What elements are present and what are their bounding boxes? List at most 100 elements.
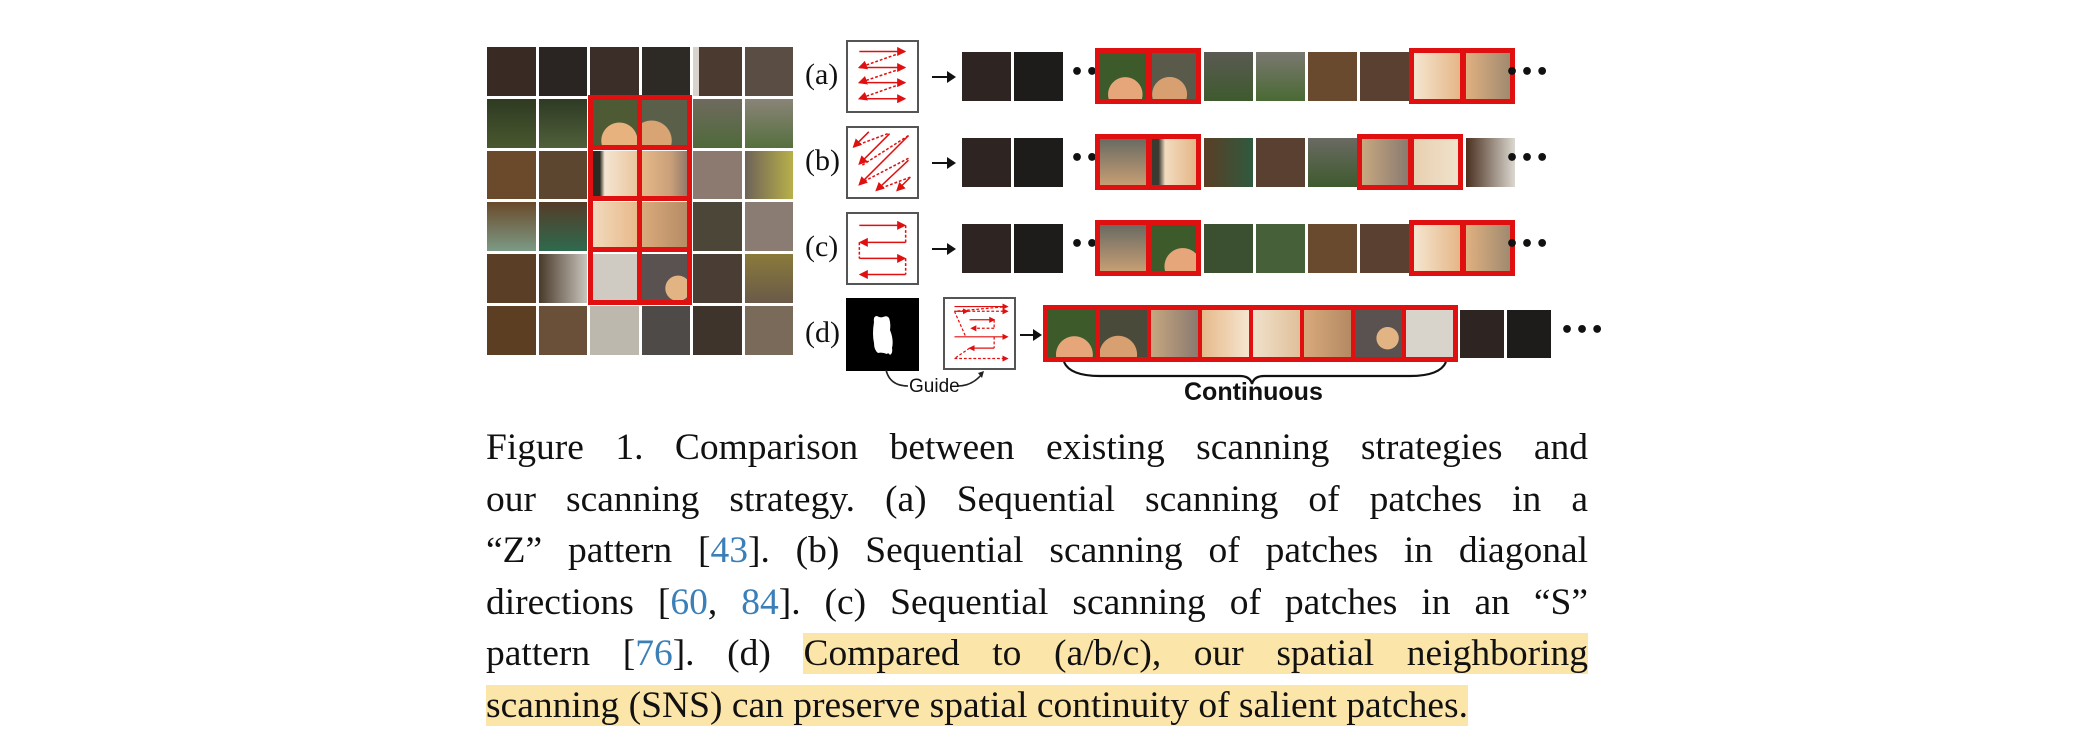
salient-patch <box>1201 310 1249 357</box>
sequence-patch <box>1466 138 1515 187</box>
salient-patch <box>1095 134 1149 190</box>
sequence-patch <box>1014 52 1063 101</box>
image-patch <box>693 98 742 148</box>
caption-line: “Z” pattern [43]. (b) Sequential scannin… <box>486 525 1588 577</box>
image-patch <box>538 47 587 96</box>
row-label-b: (b) <box>805 144 840 177</box>
guide-arrow-icon <box>885 369 984 387</box>
saliency-mask-image <box>846 298 919 371</box>
salient-patch-divider <box>1300 305 1304 362</box>
image-patch <box>641 150 690 200</box>
figure-caption: Figure 1. Comparison between existing sc… <box>486 422 1589 731</box>
continuous-label: Continuous <box>1184 378 1323 406</box>
salient-patch-divider <box>1249 305 1253 362</box>
image-patch <box>590 306 639 355</box>
citation-link[interactable]: 84 <box>741 581 779 623</box>
sequence-patch <box>1256 224 1305 273</box>
salient-patch <box>1252 310 1300 357</box>
diagonal-scan-pattern-icon <box>846 126 919 199</box>
image-patch <box>744 202 793 252</box>
arrow-icon <box>932 71 956 83</box>
salient-patch <box>1405 310 1453 357</box>
salient-patch <box>1149 134 1201 190</box>
row-label-d: (d) <box>805 316 840 349</box>
image-patch <box>590 98 639 148</box>
salient-patch <box>1357 134 1411 190</box>
image-patch <box>744 98 793 148</box>
sequence-row-b-salient <box>1095 134 1515 190</box>
guide-label: Guide <box>909 376 960 397</box>
caption-line: directions [60, 84]. (c) Sequential scan… <box>486 577 1588 629</box>
image-patch <box>538 306 587 355</box>
salient-patch <box>1149 48 1201 104</box>
sequence-row-a <box>962 52 1063 101</box>
sequence-patch <box>1308 138 1357 187</box>
ellipsis: ••• <box>1505 60 1551 85</box>
arrow-icon <box>932 243 956 255</box>
salient-patch <box>1354 310 1402 357</box>
sequence-patch <box>962 52 1011 101</box>
sequence-row-c-salient <box>1095 220 1515 276</box>
caption-text: ]. (d) <box>672 633 804 674</box>
image-patch <box>538 98 587 148</box>
image-patch <box>693 254 742 304</box>
z-scan-pattern-icon <box>846 40 919 113</box>
image-patch <box>744 254 793 304</box>
row-label-a: (a) <box>805 58 839 91</box>
salient-patch-divider <box>1402 305 1406 362</box>
arrow-icon <box>1020 329 1042 341</box>
sequence-patch <box>1308 224 1357 273</box>
salient-patch <box>1303 310 1351 357</box>
image-patch <box>744 47 793 96</box>
image-patch <box>487 150 536 200</box>
caption-text: our scanning strategy. (a) Sequential sc… <box>486 478 1588 520</box>
citation-link[interactable]: 76 <box>635 633 673 674</box>
highlighted-caption-text: Compared to (a/b/c), our spatial neighbo… <box>803 633 1589 674</box>
image-patch <box>487 47 536 96</box>
sequence-patch <box>1507 310 1551 358</box>
citation-link[interactable]: 60 <box>670 581 708 623</box>
sequence-patch <box>1308 52 1357 101</box>
salient-patch <box>1150 310 1198 357</box>
image-patch <box>693 306 742 355</box>
salient-patch-divider <box>1096 305 1100 362</box>
image-patch <box>744 150 793 200</box>
caption-text: ]. (b) Sequential scanning of patches in… <box>747 530 1589 571</box>
image-patch <box>590 47 639 96</box>
salient-patch <box>1463 48 1515 104</box>
salient-patch <box>1463 220 1515 276</box>
salient-patch-divider <box>1351 305 1355 362</box>
sequence-patch <box>1204 138 1253 187</box>
salient-patch <box>1411 134 1463 190</box>
salient-patch <box>1048 310 1096 357</box>
image-patch <box>641 98 690 148</box>
caption-text: “Z” pattern [ <box>486 530 711 571</box>
caption-text: , <box>707 581 742 623</box>
sequence-patch <box>1204 224 1253 273</box>
highlighted-caption-text: scanning (SNS) can preserve spatial cont… <box>486 684 1469 726</box>
salient-region-divider <box>588 145 692 150</box>
caption-line: Figure 1. Comparison between existing sc… <box>486 422 1588 474</box>
salient-region-divider <box>588 247 692 252</box>
salient-patch <box>1409 48 1463 104</box>
caption-text: Figure 1. Comparison between existing sc… <box>486 427 1588 468</box>
row-label-c: (c) <box>805 230 839 263</box>
image-patch <box>744 306 793 355</box>
caption-line: our scanning strategy. (a) Sequential sc… <box>486 474 1588 526</box>
image-patch <box>590 150 639 200</box>
sns-scan-pattern-icon <box>943 297 1016 370</box>
ellipsis: ••• <box>1560 318 1606 343</box>
image-patch <box>487 254 536 304</box>
citation-link[interactable]: 43 <box>710 530 748 571</box>
salient-patch <box>1149 220 1201 276</box>
ellipsis: ••• <box>1505 232 1551 257</box>
caption-text: pattern [ <box>486 633 636 674</box>
image-patch <box>590 254 639 304</box>
caption-line: pattern [76]. (d) Compared to (a/b/c), o… <box>486 628 1589 680</box>
image-patch <box>641 202 690 252</box>
sequence-patch <box>1256 52 1305 101</box>
image-patch <box>693 202 742 252</box>
salient-patch-divider <box>1198 305 1202 362</box>
image-patch <box>538 202 587 252</box>
image-patch <box>693 47 742 96</box>
